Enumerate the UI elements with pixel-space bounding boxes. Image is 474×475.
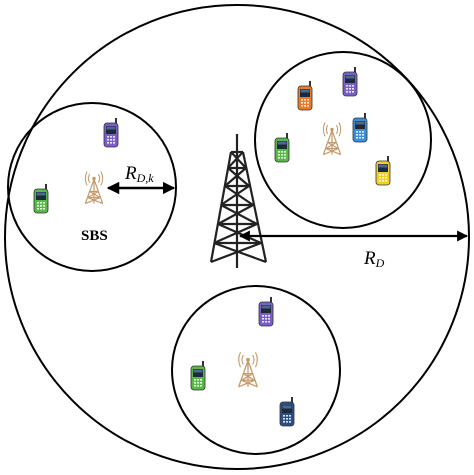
small-cell-antenna-icon bbox=[322, 121, 342, 156]
macro-cell-boundary bbox=[4, 4, 470, 470]
small-cell-antenna-icon bbox=[84, 170, 104, 205]
cell-tower-icon bbox=[209, 134, 268, 268]
mobile-phone-icon bbox=[352, 112, 368, 143]
radius-macro-cell-label: RD bbox=[363, 248, 385, 270]
small-cell-top-right-boundary bbox=[254, 51, 432, 229]
mobile-phone-icon bbox=[274, 132, 290, 163]
mobile-phone-icon bbox=[279, 396, 295, 427]
sbs-label: SBS bbox=[81, 228, 108, 244]
mobile-phone-icon bbox=[103, 118, 119, 148]
mobile-phone-icon bbox=[342, 66, 358, 97]
mobile-phone-icon bbox=[190, 360, 206, 391]
radius-small-cell-label: RD,k bbox=[124, 163, 154, 185]
mobile-phone-icon bbox=[33, 184, 49, 214]
mobile-phone-icon bbox=[297, 80, 313, 111]
small-cell-antenna-icon bbox=[237, 351, 259, 388]
small-cell-left-boundary bbox=[7, 102, 177, 272]
mobile-phone-icon bbox=[375, 155, 391, 186]
small-cell-bottom-boundary bbox=[171, 285, 341, 455]
mobile-phone-icon bbox=[258, 296, 274, 327]
